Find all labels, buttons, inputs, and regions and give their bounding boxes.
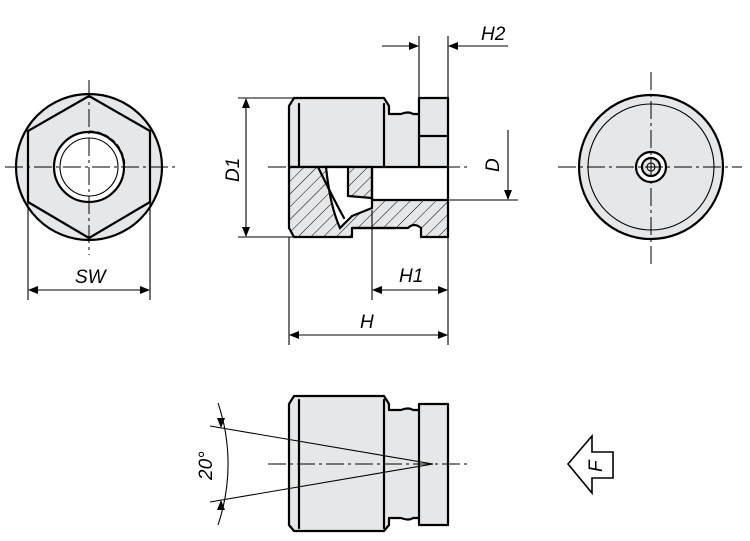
sw-label: SW [75,267,108,288]
h1-label: H1 [399,266,423,287]
angle-dimension: 20° [196,402,434,526]
round-end-view [558,72,742,265]
d-dimension: D [448,130,518,201]
bottom-side-view [268,394,468,533]
side-section-view [268,96,470,239]
angle-label: 20° [196,451,217,481]
d1-label: D1 [223,158,244,182]
d1-dimension: D1 [223,97,294,238]
h-label: H [360,312,374,333]
force-arrow-icon: F [566,433,614,496]
h2-dimension: H2 [382,24,508,98]
force-label: F [586,459,607,472]
sw-dimension: SW [27,202,151,300]
h1-dimension: H1 [371,210,449,300]
h2-label: H2 [481,24,506,45]
h-dimension: H [288,237,449,345]
d-label: D [483,158,504,172]
hex-end-view [5,80,178,255]
